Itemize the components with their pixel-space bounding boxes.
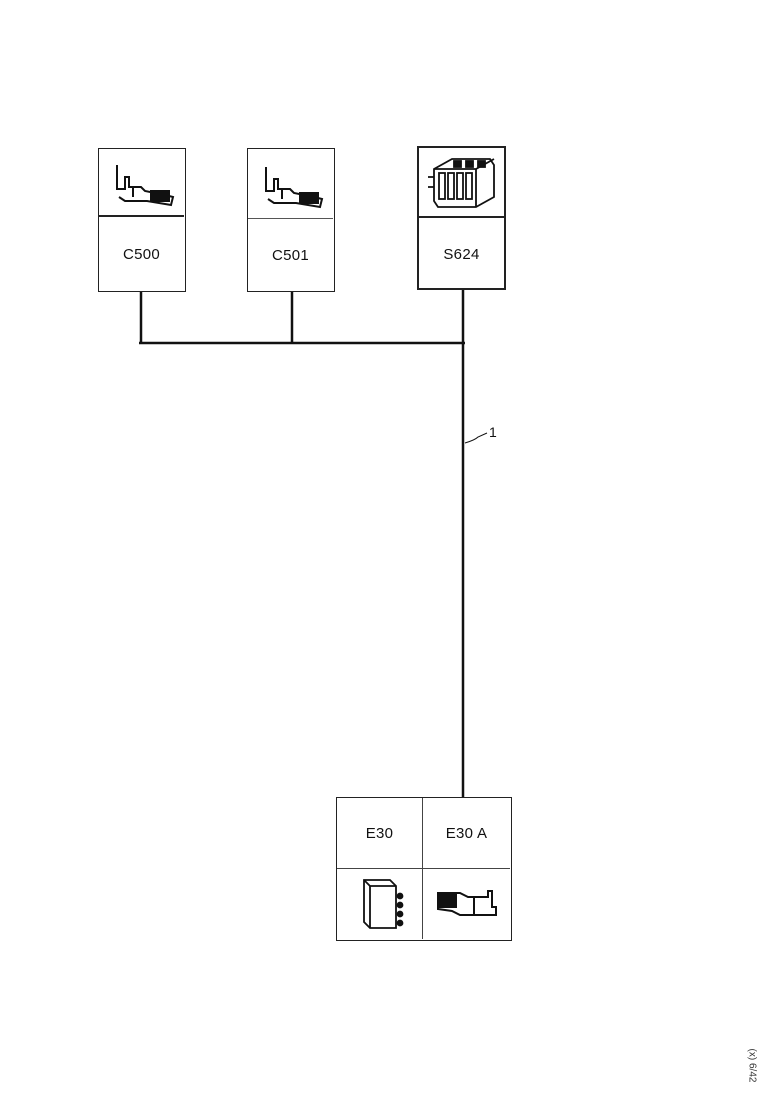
component-e30[interactable]: E30 E30 A [336, 797, 512, 941]
multi-pin-connector-icon [419, 148, 504, 218]
connector-label: S624 [443, 245, 480, 263]
connector-c500[interactable]: C500 [98, 148, 186, 292]
connector-label: C501 [271, 246, 310, 264]
terminal-pin-icon [423, 869, 510, 939]
document-code: (x) 6/42 [746, 1048, 758, 1083]
wire-leader-line [464, 432, 488, 444]
relay-module-icon [337, 869, 423, 939]
component-label: E30 A [423, 798, 510, 869]
connector-s624[interactable]: S624 [417, 146, 506, 290]
terminal-pin-icon [99, 149, 184, 217]
wire-number: 1 [489, 424, 497, 440]
component-label: E30 [337, 798, 423, 869]
connector-label: C500 [122, 245, 161, 263]
connector-c501[interactable]: C501 [247, 148, 335, 292]
terminal-pin-icon [248, 149, 333, 219]
